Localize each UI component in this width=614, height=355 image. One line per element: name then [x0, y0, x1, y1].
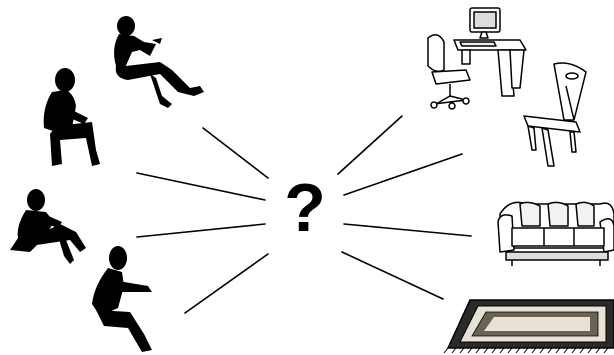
rug-icon	[444, 300, 614, 353]
question-mark: ?	[270, 168, 340, 248]
sofa-icon	[498, 202, 614, 266]
